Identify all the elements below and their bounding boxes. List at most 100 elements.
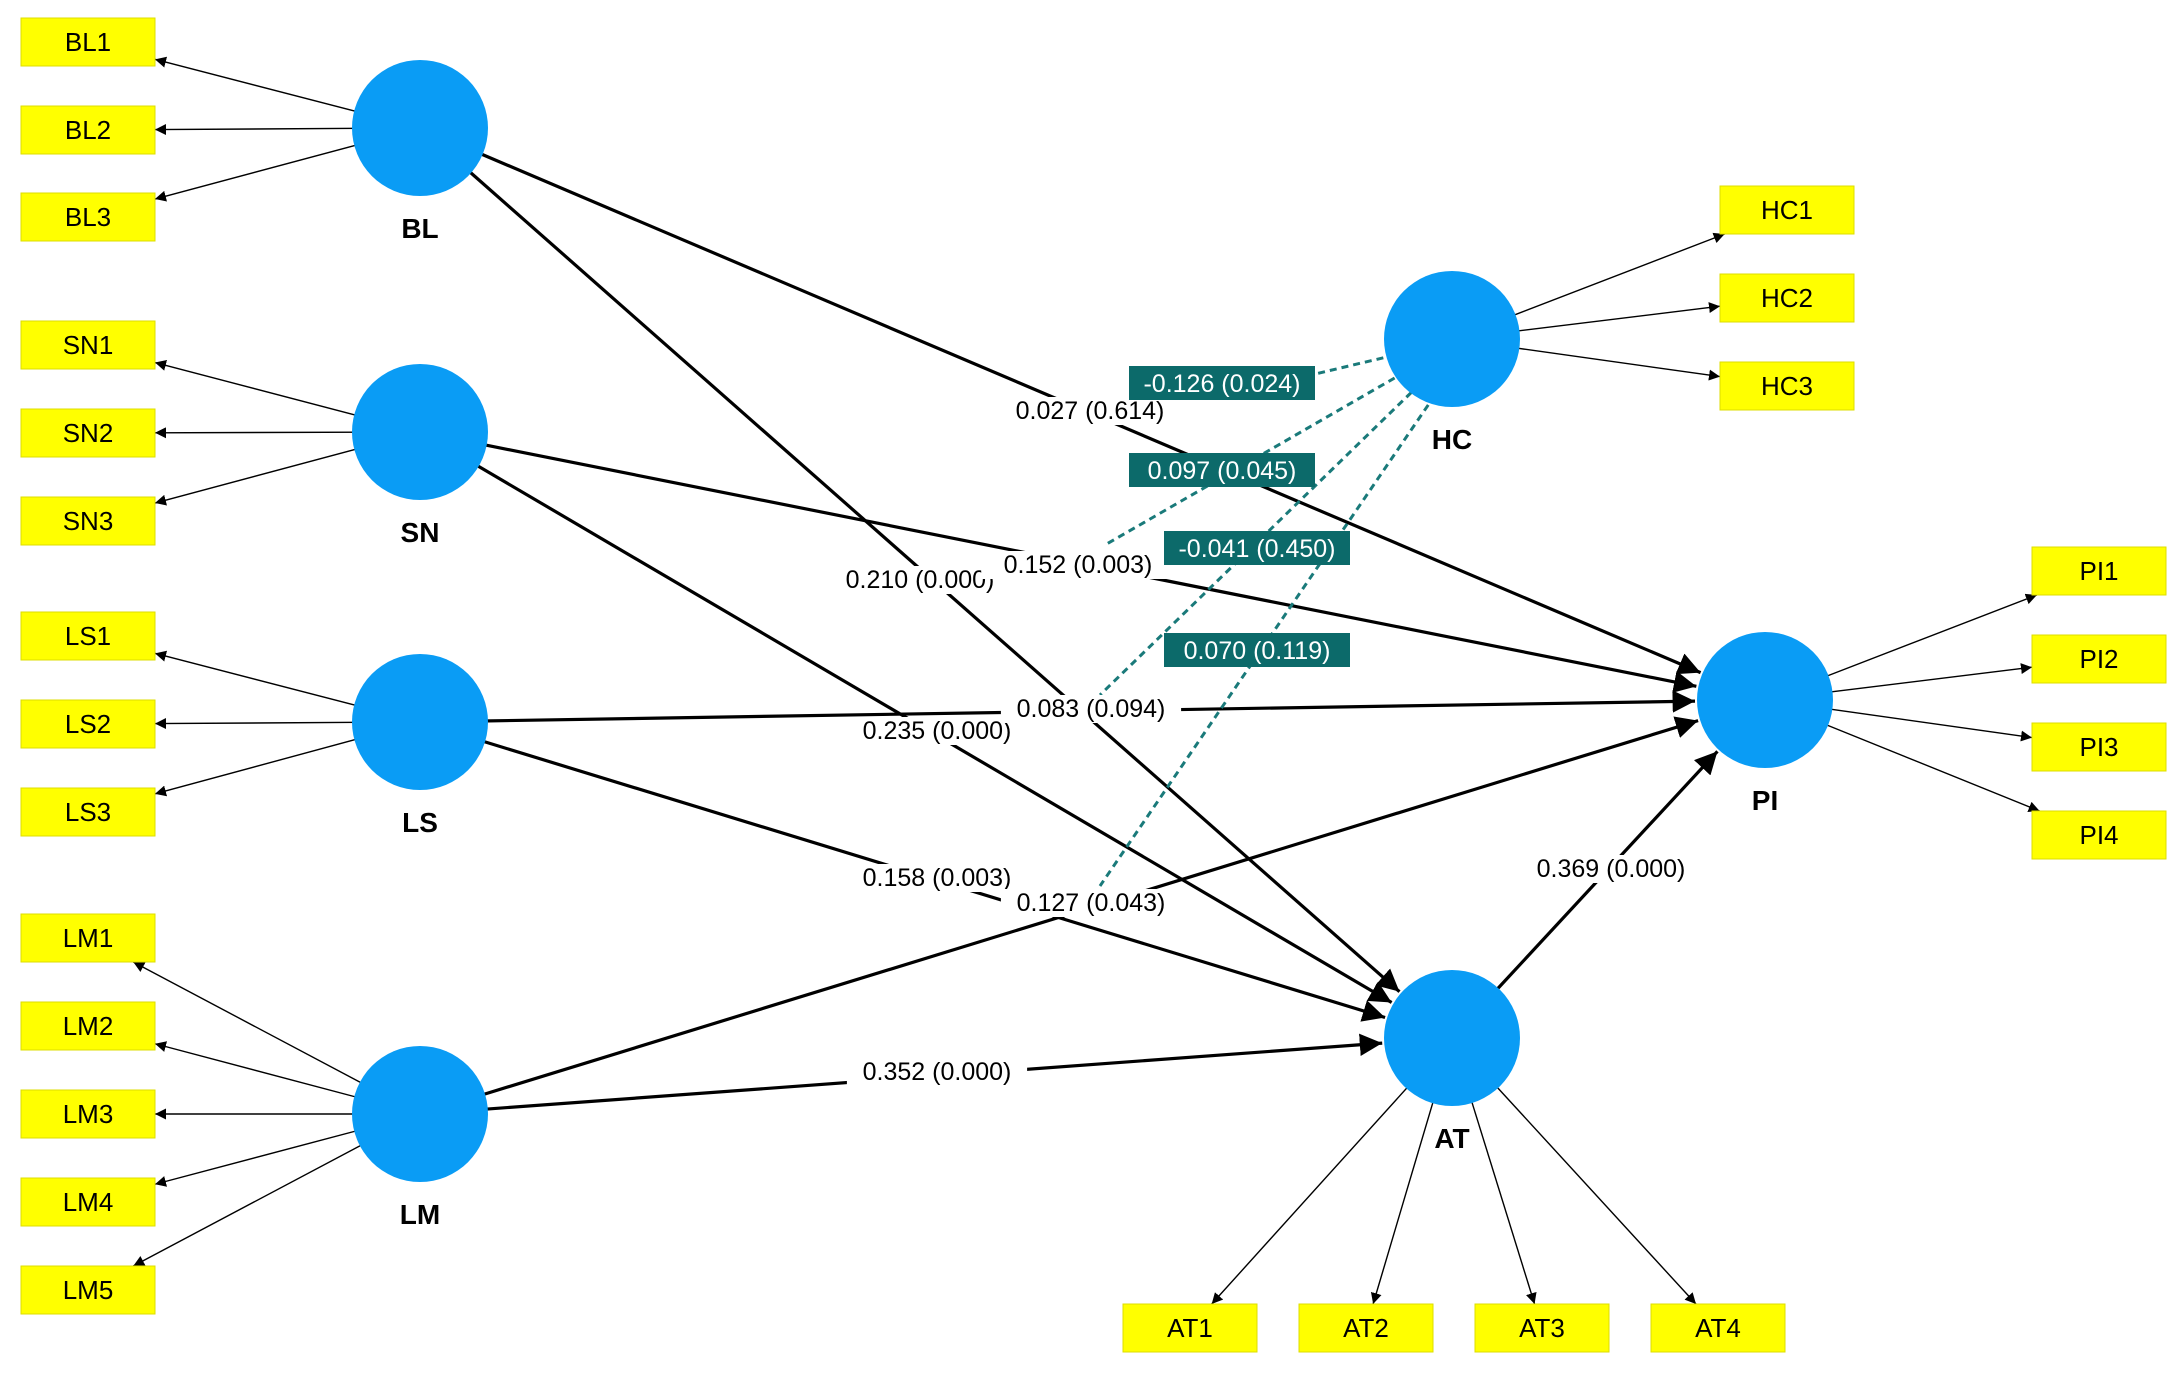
latent-sn[interactable] bbox=[352, 364, 488, 500]
loading-PI-PI4 bbox=[1820, 721, 2040, 812]
path-label-sn-at: 0.235 (0.000) bbox=[846, 717, 1028, 745]
moderation-label-hc-sn-pi: 0.097 (0.045) bbox=[1129, 453, 1315, 487]
moderation-label-text: -0.126 (0.024) bbox=[1143, 370, 1300, 398]
indicator-box-at2 bbox=[1298, 1303, 1434, 1353]
indicator-bl1[interactable]: BL1 bbox=[20, 17, 156, 67]
moderation-line-HC_LM_PI bbox=[1098, 394, 1437, 887]
indicator-bl3[interactable]: BL3 bbox=[20, 192, 156, 242]
indicator-label-at2: AT2 bbox=[1343, 1313, 1389, 1343]
latent-ls[interactable] bbox=[352, 654, 488, 790]
indicator-lm5[interactable]: LM5 bbox=[20, 1265, 156, 1315]
indicator-box-sn2 bbox=[20, 408, 156, 458]
loading-AT-AT4 bbox=[1492, 1081, 1697, 1305]
indicator-lm4[interactable]: LM4 bbox=[20, 1177, 156, 1227]
indicator-label-pi4: PI4 bbox=[2079, 820, 2118, 850]
indicator-box-lm3 bbox=[20, 1089, 156, 1139]
path-label-text: 0.210 (0.000) bbox=[846, 566, 995, 594]
moderation-label-text: 0.097 (0.045) bbox=[1148, 457, 1297, 485]
indicator-bl2[interactable]: BL2 bbox=[20, 105, 156, 155]
indicator-label-lm1: LM1 bbox=[63, 923, 114, 953]
indicator-at3[interactable]: AT3 bbox=[1474, 1303, 1610, 1353]
moderation-label-hc-bl-pi: -0.126 (0.024) bbox=[1129, 366, 1315, 400]
latent-bl[interactable] bbox=[352, 60, 488, 196]
indicator-boxes: BL1BL2BL3SN1SN2SN3LS1LS2LS3LM1LM2LM3LM4L… bbox=[20, 17, 2167, 1353]
loading-SN-SN3 bbox=[154, 446, 363, 506]
latent-label-lm: LM bbox=[400, 1199, 440, 1230]
indicator-pi3[interactable]: PI3 bbox=[2031, 722, 2167, 772]
indicator-label-hc3: HC3 bbox=[1761, 371, 1813, 401]
latent-label-at: AT bbox=[1434, 1123, 1469, 1154]
indicator-label-bl2: BL2 bbox=[65, 115, 111, 145]
loading-LS-LS3 bbox=[154, 737, 363, 797]
path-label-lm-at: 0.352 (0.000) bbox=[846, 1058, 1028, 1086]
indicator-label-ls3: LS3 bbox=[65, 797, 111, 827]
path-label-ls-pi: 0.083 (0.094) bbox=[1000, 695, 1182, 723]
moderation-lines bbox=[1098, 353, 1437, 887]
loading-HC-HC2 bbox=[1511, 302, 1721, 333]
latent-lm[interactable] bbox=[352, 1046, 488, 1182]
indicator-label-at4: AT4 bbox=[1695, 1313, 1741, 1343]
indicator-pi1[interactable]: PI1 bbox=[2031, 546, 2167, 596]
indicator-label-ls1: LS1 bbox=[65, 621, 111, 651]
loading-LS-LS1 bbox=[154, 650, 363, 708]
indicator-label-pi1: PI1 bbox=[2079, 556, 2118, 586]
path-label-text: 0.352 (0.000) bbox=[863, 1058, 1012, 1086]
loading-SN-SN1 bbox=[154, 360, 363, 418]
indicator-hc2[interactable]: HC2 bbox=[1719, 273, 1855, 323]
moderation-label-text: -0.041 (0.450) bbox=[1178, 535, 1335, 563]
latent-label-ls: LS bbox=[402, 807, 438, 838]
indicator-pi2[interactable]: PI2 bbox=[2031, 634, 2167, 684]
loading-PI-PI3 bbox=[1824, 707, 2033, 742]
indicator-lm3[interactable]: LM3 bbox=[20, 1089, 156, 1139]
indicator-at4[interactable]: AT4 bbox=[1650, 1303, 1786, 1353]
indicator-hc1[interactable]: HC1 bbox=[1719, 185, 1855, 235]
indicator-box-lm2 bbox=[20, 1001, 156, 1051]
indicator-ls3[interactable]: LS3 bbox=[20, 787, 156, 837]
loading-LM-LM4 bbox=[154, 1128, 363, 1187]
indicator-at1[interactable]: AT1 bbox=[1122, 1303, 1258, 1353]
path-label-bg bbox=[981, 551, 1175, 579]
latent-hc[interactable] bbox=[1384, 271, 1520, 407]
path-label-bg bbox=[846, 717, 1028, 745]
indicator-box-lm5 bbox=[20, 1265, 156, 1315]
latent-label-sn: SN bbox=[401, 517, 440, 548]
indicator-label-bl3: BL3 bbox=[65, 202, 111, 232]
indicator-box-pi2 bbox=[2031, 634, 2167, 684]
indicator-ls1[interactable]: LS1 bbox=[20, 611, 156, 661]
indicator-lm2[interactable]: LM2 bbox=[20, 1001, 156, 1051]
loading-HC-HC3 bbox=[1511, 346, 1721, 381]
path-label-bl-at: 0.210 (0.000) bbox=[823, 566, 1017, 594]
indicator-at2[interactable]: AT2 bbox=[1298, 1303, 1434, 1353]
structural-path-lines bbox=[465, 150, 1719, 1112]
path-label-text: 0.158 (0.003) bbox=[863, 864, 1012, 892]
indicator-box-bl3 bbox=[20, 192, 156, 242]
latent-at[interactable] bbox=[1384, 970, 1520, 1106]
moderation-label-hc-lm-pi: 0.070 (0.119) bbox=[1164, 633, 1350, 667]
indicator-label-lm3: LM3 bbox=[63, 1099, 114, 1129]
indicator-hc3[interactable]: HC3 bbox=[1719, 361, 1855, 411]
indicator-pi4[interactable]: PI4 bbox=[2031, 810, 2167, 860]
indicator-sn2[interactable]: SN2 bbox=[20, 408, 156, 458]
path-label-at-pi: 0.369 (0.000) bbox=[1520, 855, 1702, 883]
indicator-sn3[interactable]: SN3 bbox=[20, 496, 156, 546]
path-coefficient-labels: 0.027 (0.614)0.210 (0.000)0.152 (0.003)0… bbox=[823, 397, 1702, 1086]
path-label-text: 0.369 (0.000) bbox=[1537, 855, 1686, 883]
path-label-bl-pi: 0.027 (0.614) bbox=[999, 397, 1181, 425]
path-label-ls-at: 0.158 (0.003) bbox=[846, 864, 1028, 892]
moderation-label-bg bbox=[1129, 453, 1315, 487]
path-label-bg bbox=[846, 1058, 1028, 1086]
loading-AT-AT1 bbox=[1211, 1082, 1413, 1305]
indicator-label-sn1: SN1 bbox=[63, 330, 114, 360]
indicator-lm1[interactable]: LM1 bbox=[20, 913, 156, 963]
path-label-text: 0.235 (0.000) bbox=[863, 717, 1012, 745]
latent-pi[interactable] bbox=[1697, 632, 1833, 768]
latent-label-bl: BL bbox=[401, 213, 438, 244]
indicator-box-ls1 bbox=[20, 611, 156, 661]
latent-label-hc: HC bbox=[1432, 424, 1472, 455]
indicator-sn1[interactable]: SN1 bbox=[20, 320, 156, 370]
indicator-label-ls2: LS2 bbox=[65, 709, 111, 739]
path-label-bg bbox=[1520, 855, 1702, 883]
loading-LS-LS2 bbox=[154, 718, 361, 730]
indicator-ls2[interactable]: LS2 bbox=[20, 699, 156, 749]
